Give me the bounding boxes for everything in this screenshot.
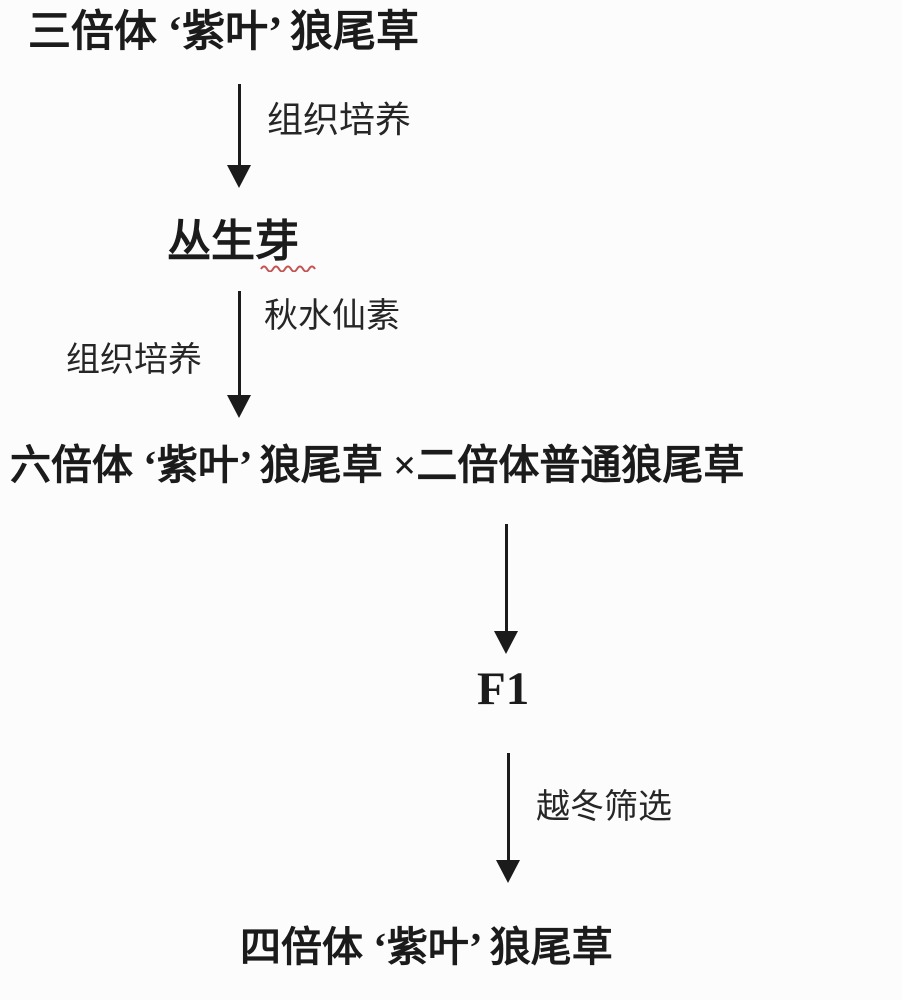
label-overwinter-screening: 越冬筛选 [536,789,672,826]
node-triploid-purple-leaf: 三倍体 ‘紫叶’ 狼尾草 [28,9,419,56]
arrow-step3-down [494,524,518,654]
node-cluster-buds: 丛生芽 [167,217,299,266]
node-hexaploid-cross: 六倍体 ‘紫叶’ 狼尾草 ×二倍体普通狼尾草 [10,442,745,488]
arrow-shaft [237,84,241,165]
spellcheck-wavy-underline [260,265,316,272]
arrow-head [227,165,251,188]
arrow-step1-down [227,84,251,188]
arrow-step4-down [496,753,520,883]
arrow-shaft [506,753,510,860]
arrow-head [494,631,518,654]
node-f1-generation: F1 [477,663,530,715]
label-tissue-culture-2: 组织培养 [66,342,202,379]
label-tissue-culture-1: 组织培养 [267,100,412,140]
label-colchicine: 秋水仙素 [264,298,400,335]
arrow-step2-down [227,291,251,418]
arrow-head [496,860,520,883]
arrow-shaft [504,524,508,631]
node-tetraploid-purple-leaf: 四倍体 ‘紫叶’ 狼尾草 [240,924,613,970]
arrow-shaft [237,291,241,395]
arrow-head [227,395,251,418]
